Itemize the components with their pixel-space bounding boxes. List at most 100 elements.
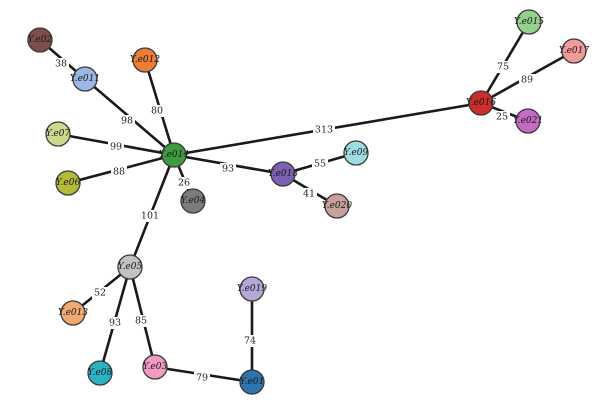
node-circle-Ye011 <box>72 66 98 92</box>
node-label-Ye08: Y.e08 <box>88 368 113 378</box>
node-Ye06: Y.e06 <box>55 170 81 196</box>
edge-label-background <box>108 141 124 153</box>
node-Ye05: Y.e05 <box>117 254 143 280</box>
node-label-Ye05: Y.e05 <box>118 262 143 272</box>
edge-label-Ye014-Ye016: 313 <box>315 125 333 136</box>
edge-label-Ye06-Ye014: 88 <box>113 167 125 178</box>
node-circle-Ye012 <box>132 47 158 73</box>
node-label-Ye07: Y.e07 <box>46 129 71 139</box>
node-Ye03: Y.e03 <box>142 354 168 380</box>
node-circle-Ye015 <box>516 9 542 35</box>
edge-label-Ye014-Ye05: 101 <box>141 211 159 222</box>
edge-label-background <box>133 315 149 327</box>
edge-label-background <box>111 166 127 178</box>
edge-label-Ye016-Ye015: 75 <box>497 62 509 73</box>
node-Ye01: Y.e01 <box>239 369 265 395</box>
edge-label-Ye014-Ye018: 93 <box>222 164 234 175</box>
node-label-Ye02: Y.e02 <box>28 35 53 45</box>
node-circle-Ye09 <box>343 140 369 166</box>
node-Ye017: Y.e017 <box>559 38 589 64</box>
edge-label-background <box>220 163 236 175</box>
node-label-Ye012: Y.e012 <box>130 55 160 65</box>
edge-label-background <box>242 335 258 347</box>
edge-label-Ye03-Ye01: 79 <box>196 373 208 384</box>
node-Ye014: Y.e014 <box>159 142 189 168</box>
node-Ye04: Y.e04 <box>180 188 206 214</box>
node-circle-Ye07 <box>45 121 71 147</box>
node-circle-Ye018 <box>270 161 296 187</box>
node-circle-Ye014 <box>161 142 187 168</box>
node-label-Ye011: Y.e011 <box>70 74 100 84</box>
edge-label-background <box>119 115 135 127</box>
node-circle-Ye021 <box>515 108 541 134</box>
node-Ye08: Y.e08 <box>87 360 113 386</box>
node-label-Ye04: Y.e04 <box>181 196 206 206</box>
node-circle-Ye019 <box>239 276 265 302</box>
node-Ye018: Y.e018 <box>268 161 298 187</box>
node-circle-Ye020 <box>324 193 350 219</box>
node-circle-Ye016 <box>468 90 494 116</box>
node-label-Ye017: Y.e017 <box>559 46 589 56</box>
nodes-layer: Y.e02Y.e011Y.e012Y.e07Y.e014Y.e06Y.e04Y.… <box>27 9 589 395</box>
edge-label-background <box>53 58 69 70</box>
edge-label-Ye018-Ye020: 41 <box>303 189 315 200</box>
node-label-Ye018: Y.e018 <box>268 169 298 179</box>
edge-labels-layer: 38 98 80 99 88 26 93 313 101 55 41 75 89 25 52 93 85 79 74 <box>53 58 535 384</box>
node-label-Ye06: Y.e06 <box>56 178 81 188</box>
node-circle-Ye04 <box>180 188 206 214</box>
node-Ye016: Y.e016 <box>466 90 496 116</box>
edge-label-background <box>92 287 108 299</box>
node-circle-Ye017 <box>561 38 587 64</box>
edge-label-Ye012-Ye014: 80 <box>151 106 163 117</box>
edge-label-Ye05-Ye013: 52 <box>94 288 106 299</box>
node-Ye015: Y.e015 <box>514 9 544 35</box>
edge-label-background <box>495 61 511 73</box>
edge-label-background <box>519 74 535 86</box>
node-Ye011: Y.e011 <box>70 66 100 92</box>
edge-label-background <box>176 177 192 189</box>
node-circle-Ye06 <box>55 170 81 196</box>
edge-label-background <box>312 158 328 170</box>
edge-label-background <box>494 111 510 123</box>
node-label-Ye09: Y.e09 <box>344 148 369 158</box>
edge-label-background <box>139 210 161 222</box>
edge-label-Ye011-Ye014: 98 <box>121 116 133 127</box>
edge-label-Ye014-Ye04: 26 <box>178 178 190 189</box>
node-Ye07: Y.e07 <box>45 121 71 147</box>
node-label-Ye013: Y.e013 <box>58 308 88 318</box>
node-label-Ye021: Y.e021 <box>513 116 543 126</box>
node-Ye020: Y.e020 <box>322 193 352 219</box>
edge-label-Ye016-Ye021: 25 <box>496 112 508 123</box>
node-label-Ye016: Y.e016 <box>466 98 496 108</box>
node-Ye013: Y.e013 <box>58 300 88 326</box>
edge-label-Ye02-Ye011: 38 <box>55 59 67 70</box>
edge-label-Ye05-Ye03: 85 <box>135 316 147 327</box>
node-circle-Ye02 <box>27 27 53 53</box>
edge-label-background <box>107 317 123 329</box>
edge-label-background <box>313 124 335 136</box>
edge-label-background <box>194 372 210 384</box>
node-label-Ye019: Y.e019 <box>237 284 267 294</box>
node-label-Ye014: Y.e014 <box>159 150 189 160</box>
node-label-Ye03: Y.e03 <box>143 362 168 372</box>
edge-label-background <box>301 188 317 200</box>
edge-label-Ye05-Ye08: 93 <box>109 318 121 329</box>
node-label-Ye020: Y.e020 <box>322 201 352 211</box>
node-Ye02: Y.e02 <box>27 27 53 53</box>
edge-label-Ye07-Ye014: 99 <box>110 142 122 153</box>
node-circle-Ye013 <box>60 300 86 326</box>
node-Ye021: Y.e021 <box>513 108 543 134</box>
node-Ye019: Y.e019 <box>237 276 267 302</box>
node-Ye09: Y.e09 <box>343 140 369 166</box>
node-label-Ye015: Y.e015 <box>514 17 544 27</box>
node-label-Ye01: Y.e01 <box>240 377 264 387</box>
node-circle-Ye01 <box>239 369 265 395</box>
edge-label-Ye016-Ye017: 89 <box>521 75 533 86</box>
edge-label-Ye018-Ye09: 55 <box>314 159 326 170</box>
node-Ye012: Y.e012 <box>130 47 160 73</box>
edge-label-Ye019-Ye01: 74 <box>244 336 256 347</box>
node-circle-Ye03 <box>142 354 168 380</box>
node-circle-Ye05 <box>117 254 143 280</box>
edge-label-background <box>149 105 165 117</box>
